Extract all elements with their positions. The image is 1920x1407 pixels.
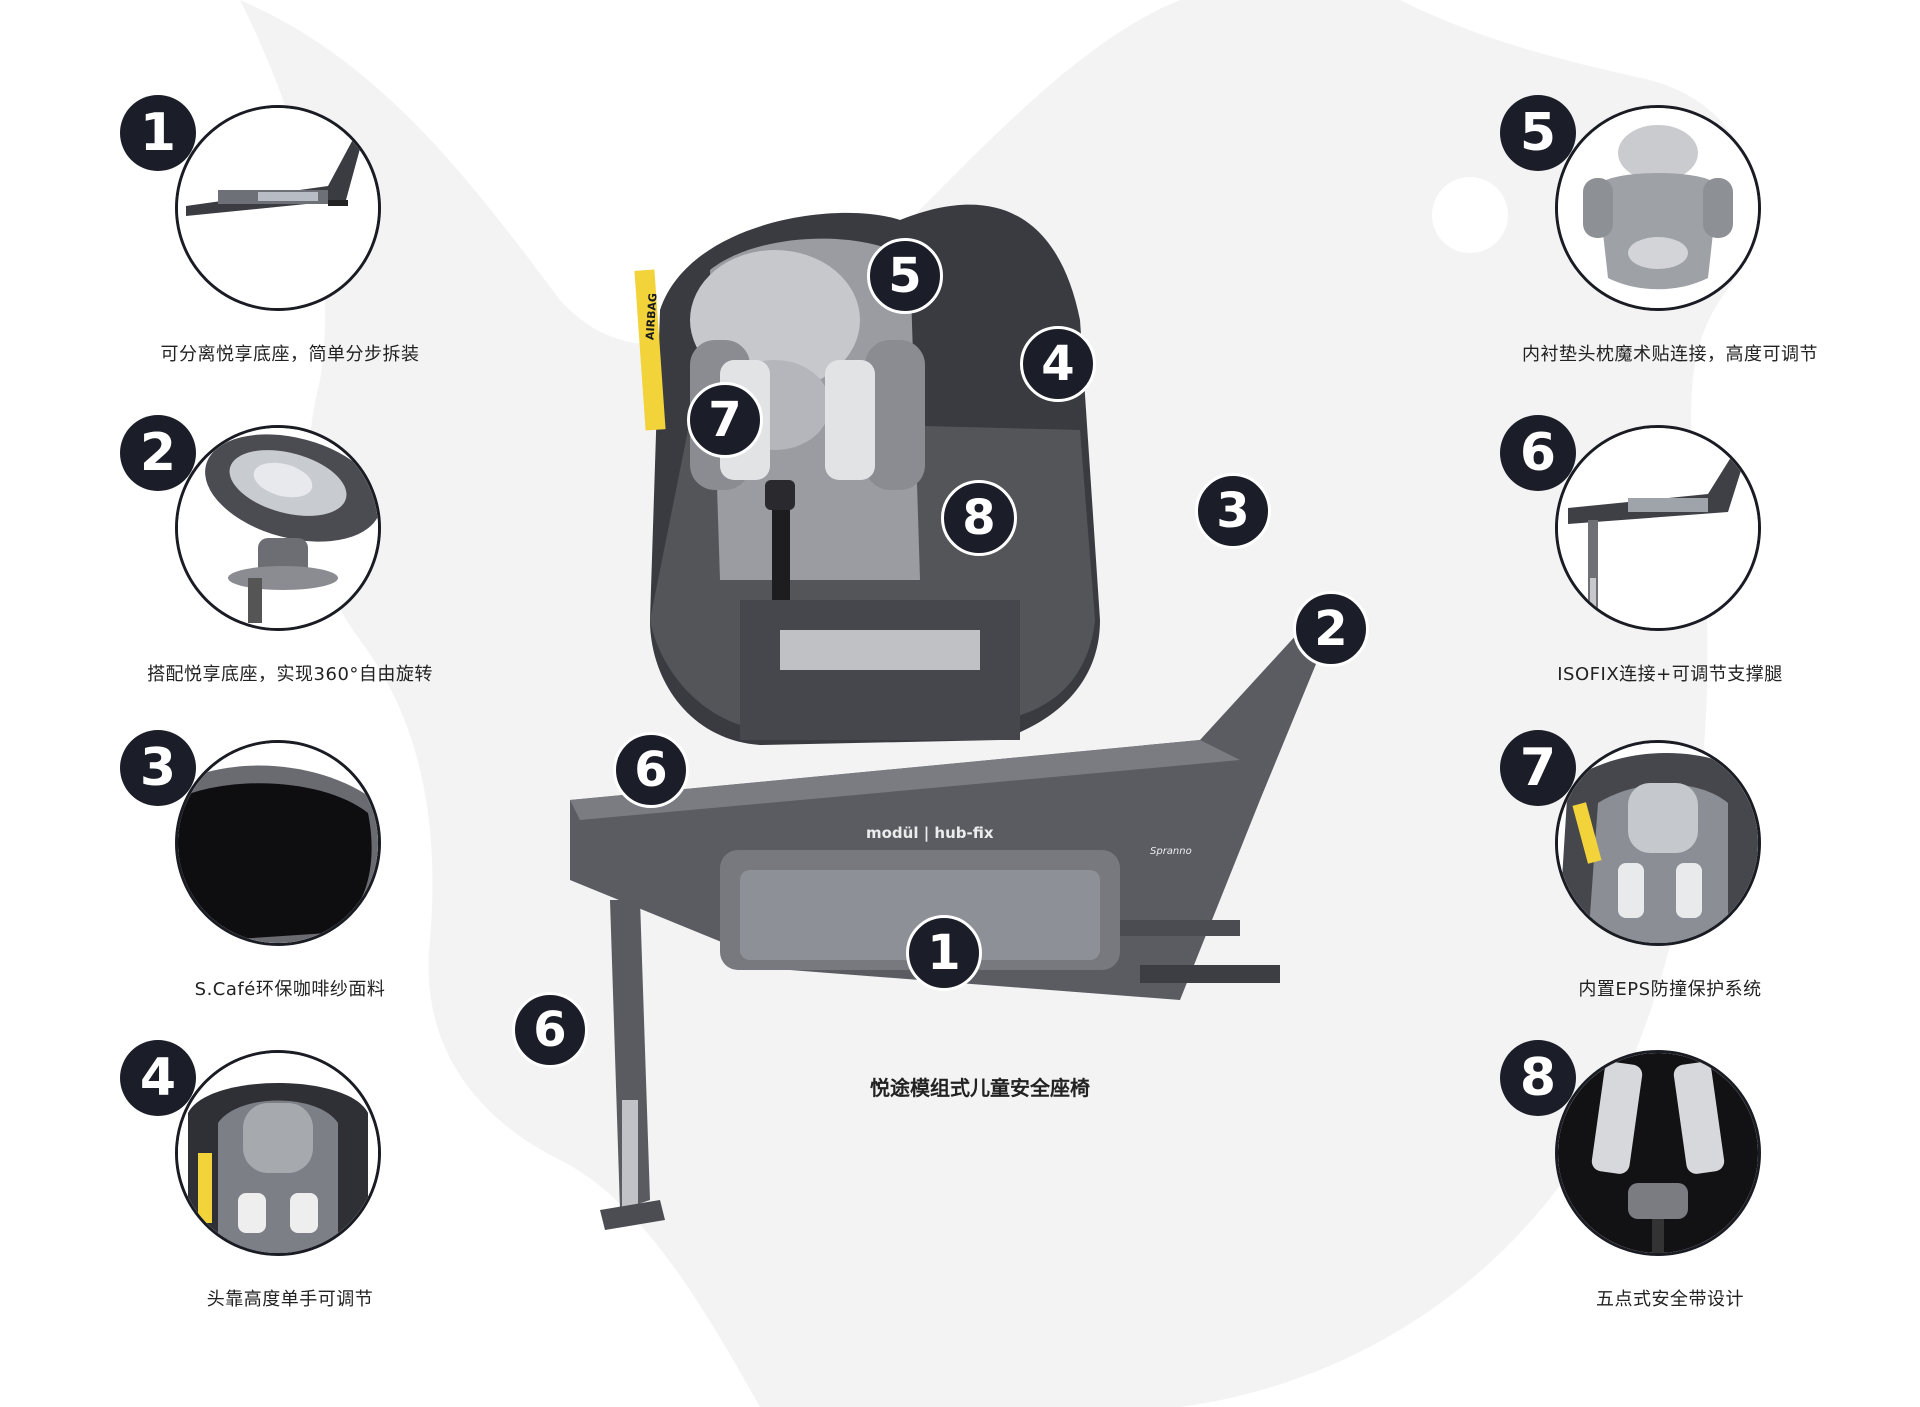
base-detach-icon — [175, 105, 381, 311]
feature-caption: ISOFIX连接+可调节支撑腿 — [1557, 664, 1783, 685]
product-marker-7: 7 — [687, 382, 763, 458]
feature-caption: 可分离悦享底座，简单分步拆装 — [160, 344, 420, 365]
feature-caption: 内衬垫头枕魔术贴连接，高度可调节 — [1522, 344, 1818, 365]
feature-caption: S.Café环保咖啡纱面料 — [194, 979, 386, 1000]
fabric-icon — [175, 740, 381, 946]
feature-badge: 2 — [120, 415, 196, 491]
rotation-icon — [175, 425, 381, 631]
feature-caption: 搭配悦享底座，实现360°自由旋转 — [147, 664, 433, 685]
product-marker-6-leg: 6 — [512, 992, 588, 1068]
headrest-icon — [175, 1050, 381, 1256]
feature-badge: 7 — [1500, 730, 1576, 806]
feature-badge: 1 — [120, 95, 196, 171]
product-marker-3: 3 — [1195, 473, 1271, 549]
feature-caption: 头靠高度单手可调节 — [206, 1289, 374, 1310]
feature-badge: 4 — [120, 1040, 196, 1116]
product-marker-8: 8 — [941, 480, 1017, 556]
isofix-icon — [1555, 425, 1761, 631]
base-label: modül | hub-fix — [866, 824, 994, 842]
feature-caption: 内置EPS防撞保护系统 — [1578, 979, 1762, 1000]
feature-badge: 5 — [1500, 95, 1576, 171]
car-seat-product-image: modül | hub-fix Spranno AIRBAG — [540, 200, 1420, 1320]
feature-caption: 五点式安全带设计 — [1596, 1289, 1744, 1310]
feature-badge: 6 — [1500, 415, 1576, 491]
feature-badge: 3 — [120, 730, 196, 806]
product-marker-1: 1 — [906, 915, 982, 991]
harness-icon — [1555, 1050, 1761, 1256]
brand-label: Spranno — [1150, 846, 1192, 857]
insert-cushion-icon — [1555, 105, 1761, 311]
feature-badge: 8 — [1500, 1040, 1576, 1116]
product-marker-6-hub: 6 — [613, 732, 689, 808]
product-marker-5: 5 — [867, 238, 943, 314]
product-marker-4: 4 — [1020, 326, 1096, 402]
product-marker-2: 2 — [1293, 591, 1369, 667]
eps-protection-icon — [1555, 740, 1761, 946]
product-title: 悦途模组式儿童安全座椅 — [870, 1076, 1090, 1100]
